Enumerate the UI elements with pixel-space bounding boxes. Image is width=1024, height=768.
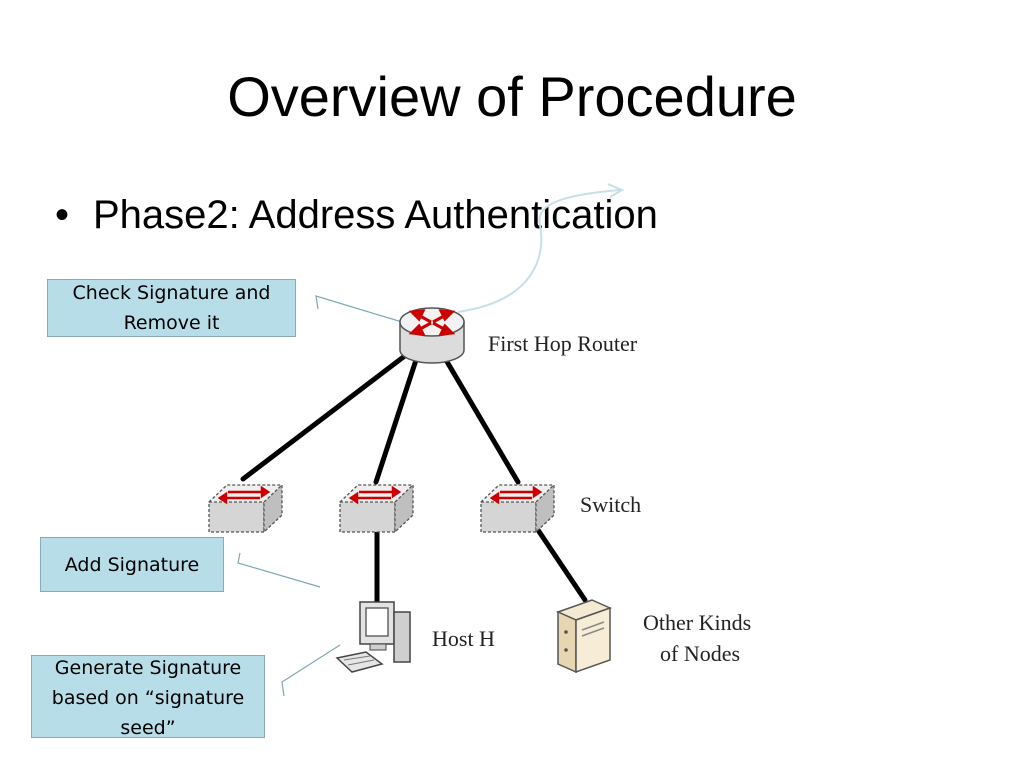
other-nodes-label-line2: of Nodes [660, 641, 740, 666]
callout-generate-text: Generate Signature based on “signature s… [51, 656, 245, 739]
link-router-switch3 [443, 357, 521, 485]
host-label: Host H [432, 626, 495, 651]
switch-label: Switch [580, 492, 641, 517]
connector-line-add [237, 552, 321, 588]
callout-add-signature: Add Signature [40, 537, 224, 592]
bullet-text: Phase2: Address Authentication [93, 193, 658, 237]
router-icon [399, 307, 465, 364]
switch-icon-1 [208, 483, 283, 534]
callout-generate-signature: Generate Signature based on “signature s… [31, 655, 265, 739]
network-links [240, 352, 588, 605]
callout-add-text: Add Signature [64, 553, 200, 576]
link-router-switch1 [240, 352, 409, 482]
decorative-arrow [457, 189, 621, 313]
other-nodes-label-line1: Other Kinds [643, 610, 751, 635]
decorative-arrow-head [607, 183, 625, 198]
callout-check-text: Check Signature and Remove it [72, 282, 271, 334]
bullet-item: • Phase2: Address Authentication [55, 190, 658, 240]
connector-line-generate [281, 644, 341, 697]
slide-title: Overview of Procedure [227, 65, 797, 128]
callout-check-signature: Check Signature and Remove it [47, 279, 296, 337]
server-icon [555, 599, 613, 674]
link-router-switch2 [373, 357, 419, 485]
switch-icon-3 [480, 483, 555, 534]
connector-line-check [315, 295, 403, 323]
host-computer-icon [335, 601, 411, 673]
router-label: First Hop Router [488, 331, 638, 356]
link-switch3-server [533, 524, 588, 603]
switch-icon-2 [339, 483, 414, 534]
bullet-marker: • [55, 193, 70, 237]
